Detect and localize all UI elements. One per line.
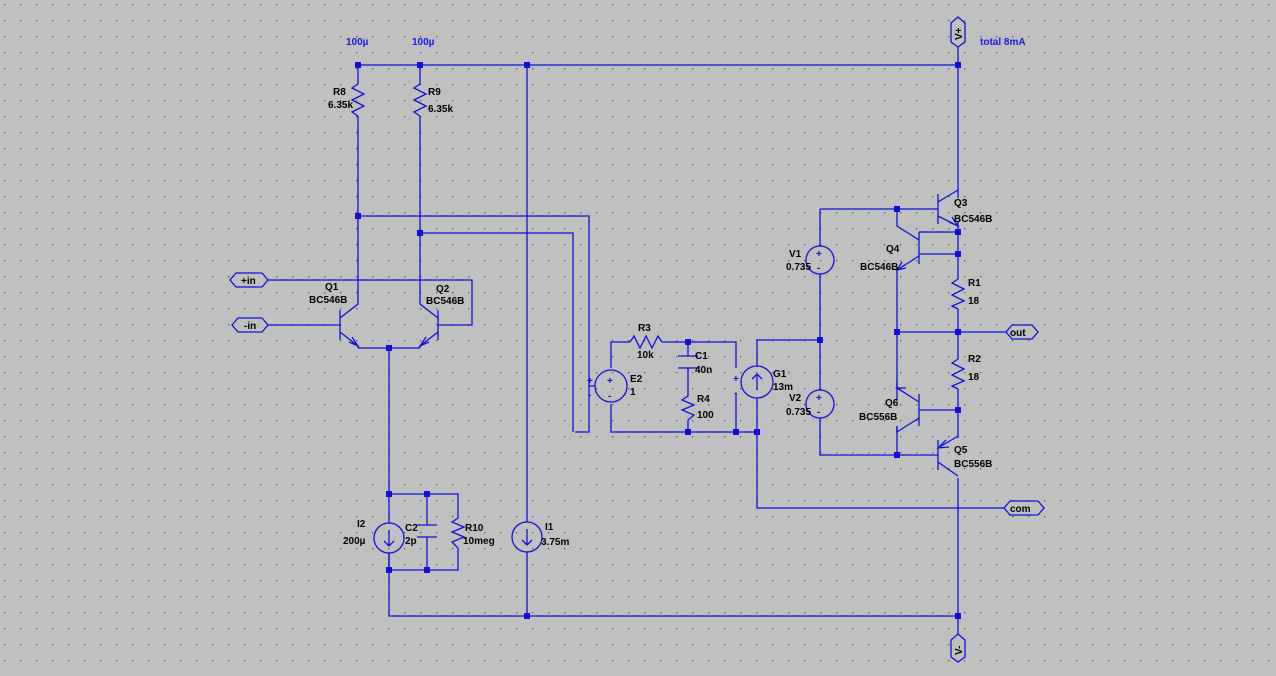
e2-value: 1 xyxy=(630,387,636,398)
e2-minus-sign: - xyxy=(608,391,611,402)
svg-text:V-: V- xyxy=(954,646,965,655)
current-source-i2[interactable] xyxy=(373,494,405,570)
voltage-source-v1[interactable]: + - xyxy=(805,245,835,275)
i1-value: 3.75m xyxy=(541,537,569,548)
svg-text:com: com xyxy=(1010,504,1031,515)
e2-input-minus: - xyxy=(588,390,591,401)
r3-name: R3 xyxy=(638,323,651,334)
v1-plus-sign: + xyxy=(816,249,822,260)
capacitor-c2[interactable] xyxy=(417,524,437,538)
r1-name: R1 xyxy=(968,278,981,289)
r10-value: 10meg xyxy=(463,536,495,547)
r8-value: 6.35k xyxy=(328,100,353,111)
component-labels: R8 6.35k R9 6.35k Q1 BC546B Q2 BC546B R3… xyxy=(309,87,992,548)
resistor-r10[interactable] xyxy=(450,516,466,549)
v2-plus-sign: + xyxy=(816,393,822,404)
q6-name: Q6 xyxy=(885,398,899,409)
e2-input-plus: + xyxy=(587,376,593,387)
total-current-note: total 8mA xyxy=(980,37,1026,48)
q2-name: Q2 xyxy=(436,284,450,295)
v1-minus-sign: - xyxy=(817,263,820,274)
v2-name: V2 xyxy=(789,393,802,404)
resistor-r1[interactable] xyxy=(950,275,966,310)
c2-value: 2p xyxy=(405,536,417,547)
c1-value: 40n xyxy=(695,365,712,376)
r9-current-note: 100µ xyxy=(412,37,435,48)
svg-text:V+: V+ xyxy=(954,27,965,40)
r3-value: 10k xyxy=(637,350,654,361)
q1-model: BC546B xyxy=(309,295,347,306)
r9-value: 6.35k xyxy=(428,104,453,115)
resistor-r2[interactable] xyxy=(950,355,966,390)
svg-text:-in: -in xyxy=(244,321,256,332)
g1-input-plus: + xyxy=(733,374,739,385)
transistor-q3[interactable] xyxy=(897,189,960,228)
svg-text:out: out xyxy=(1010,328,1026,339)
q5-model: BC556B xyxy=(954,459,992,470)
port-vplus-top[interactable]: V+ xyxy=(950,16,966,48)
r4-value: 100 xyxy=(697,410,714,421)
port-plus-in[interactable]: +in xyxy=(229,272,269,288)
e2-name: E2 xyxy=(630,374,643,385)
port-vplus-bottom[interactable]: V- xyxy=(950,633,966,663)
v2-value: 0.735 xyxy=(786,407,811,418)
c2-name: C2 xyxy=(405,523,418,534)
i2-name: I2 xyxy=(357,519,366,530)
port-com[interactable]: com xyxy=(1003,500,1045,516)
transistor-q5[interactable] xyxy=(897,435,959,477)
resistor-r3[interactable] xyxy=(629,334,663,350)
g1-value: 13m xyxy=(773,382,793,393)
r4-name: R4 xyxy=(697,394,710,405)
c1-name: C1 xyxy=(695,351,708,362)
i1-name: I1 xyxy=(545,522,554,533)
svg-text:+in: +in xyxy=(241,276,256,287)
capacitor-c1[interactable] xyxy=(678,355,698,369)
vcvs-e2[interactable]: + - + - xyxy=(587,369,628,403)
v1-value: 0.735 xyxy=(786,262,811,273)
r1-value: 18 xyxy=(968,296,980,307)
q3-model: BC546B xyxy=(954,214,992,225)
v2-minus-sign: - xyxy=(817,407,820,418)
r10-name: R10 xyxy=(465,523,484,534)
q4-name: Q4 xyxy=(886,244,900,255)
i2-value: 200µ xyxy=(343,536,366,547)
resistor-r9[interactable] xyxy=(412,80,428,117)
q4-model: BC546B xyxy=(860,262,898,273)
v1-name: V1 xyxy=(789,249,802,260)
g1-name: G1 xyxy=(773,369,787,380)
r2-name: R2 xyxy=(968,354,981,365)
q2-model: BC546B xyxy=(426,296,464,307)
transistor-q6[interactable] xyxy=(894,380,920,434)
port-minus-in[interactable]: -in xyxy=(231,317,269,333)
r2-value: 18 xyxy=(968,372,980,383)
voltage-source-v2[interactable]: + - xyxy=(805,389,835,419)
current-source-i1[interactable] xyxy=(511,521,543,553)
transistor-q4[interactable] xyxy=(895,209,920,275)
vccs-g1[interactable]: + - xyxy=(733,365,774,399)
q1-name: Q1 xyxy=(325,282,339,293)
resistor-r8[interactable] xyxy=(350,80,366,117)
e2-plus-sign: + xyxy=(607,376,613,387)
q5-name: Q5 xyxy=(954,445,968,456)
r8-name: R8 xyxy=(333,87,346,98)
wires xyxy=(268,47,1008,634)
transistor-q1[interactable] xyxy=(335,290,360,348)
resistor-r4[interactable] xyxy=(680,394,696,421)
g1-input-minus: - xyxy=(734,388,737,399)
transistor-q2[interactable] xyxy=(418,290,443,348)
port-out[interactable]: out xyxy=(1005,324,1039,340)
r9-name: R9 xyxy=(428,87,441,98)
r8-current-note: 100µ xyxy=(346,37,369,48)
q6-model: BC556B xyxy=(859,412,897,423)
q3-name: Q3 xyxy=(954,198,968,209)
